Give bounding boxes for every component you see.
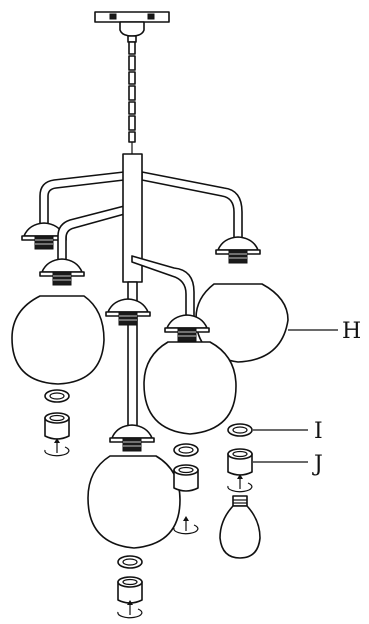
- arm-front-left: [39, 203, 133, 286]
- label-h: H: [342, 319, 361, 344]
- ceiling-canopy: [94, 11, 170, 43]
- bottom-shade-fitting: [117, 555, 143, 619]
- callout-lines: [253, 329, 338, 463]
- arm-back-right: [141, 171, 261, 264]
- glass-shade-front-right: [143, 341, 237, 435]
- arm-back-left: [21, 171, 125, 250]
- label-j: J: [312, 452, 323, 477]
- left-shade-fitting: [44, 389, 70, 457]
- center-bottom-light: [87, 424, 181, 549]
- label-i: I: [314, 419, 323, 444]
- glass-shade-left: [11, 295, 105, 385]
- light-bulb: [219, 495, 261, 559]
- chain: [128, 41, 136, 154]
- part-j-collar: [227, 448, 253, 493]
- center-stem: [122, 153, 143, 433]
- arm-front-right: [131, 255, 210, 342]
- part-i-ring: [227, 423, 253, 437]
- center-back-socket: [105, 298, 151, 326]
- glass-shade-h: [195, 283, 289, 363]
